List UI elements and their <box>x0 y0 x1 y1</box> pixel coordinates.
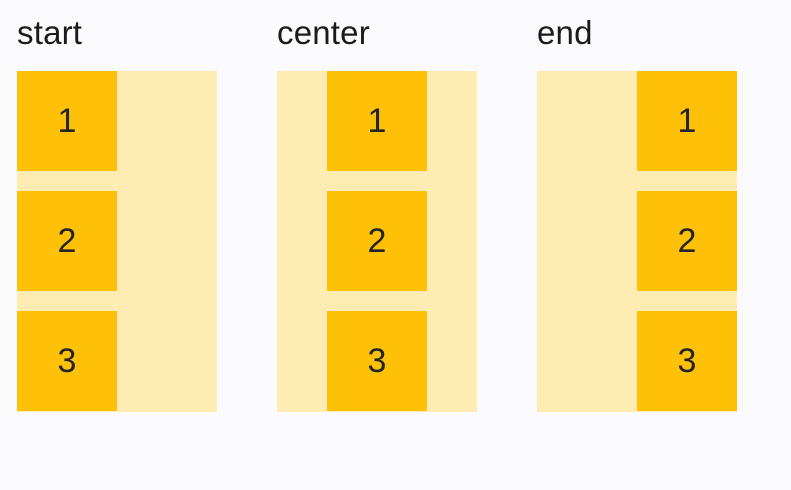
flex-container: 1 2 3 <box>277 71 477 412</box>
alignment-demo-row: start 1 2 3 center 1 2 3 end 1 2 3 <box>17 12 737 412</box>
alignment-demo-column-end: end 1 2 3 <box>537 12 737 412</box>
flex-item-1: 1 <box>17 71 117 171</box>
flex-container: 1 2 3 <box>17 71 217 412</box>
alignment-label: start <box>17 14 83 51</box>
flex-item-2: 2 <box>637 191 737 291</box>
alignment-label: center <box>277 14 370 51</box>
flex-item-1: 1 <box>637 71 737 171</box>
flex-item-1: 1 <box>327 71 427 171</box>
flex-item-3: 3 <box>327 311 427 411</box>
flex-item-2: 2 <box>327 191 427 291</box>
alignment-demo-column-center: center 1 2 3 <box>277 12 477 412</box>
flex-item-3: 3 <box>637 311 737 411</box>
flex-item-3: 3 <box>17 311 117 411</box>
flex-item-2: 2 <box>17 191 117 291</box>
flex-container: 1 2 3 <box>537 71 737 412</box>
alignment-demo-column-start: start 1 2 3 <box>17 12 217 412</box>
alignment-label: end <box>537 14 593 51</box>
